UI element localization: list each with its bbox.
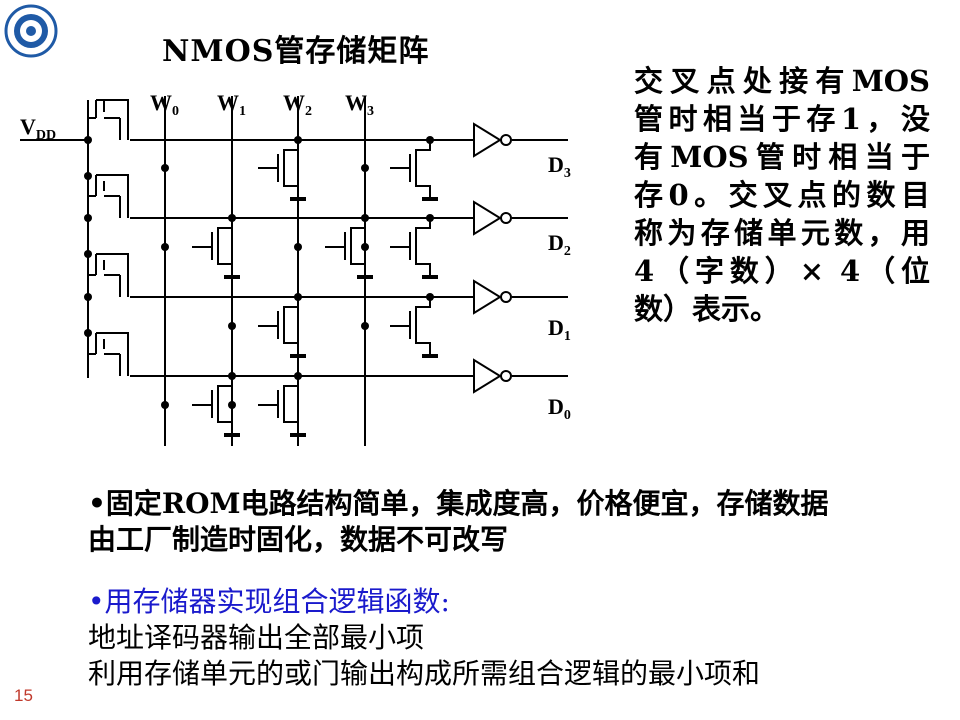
data-output-label-d0: D0 [548, 394, 571, 423]
data-output-label-d1: D1 [548, 315, 571, 344]
vdd-label: VDD [20, 114, 56, 143]
description-text: 交叉点处接有MOS 管时相当于存1，没 有MOS管时相当于 存0。交叉点的数目 … [634, 62, 930, 328]
data-output-label-d3: D3 [548, 152, 571, 181]
word-line-label-w1: W1 [217, 90, 246, 119]
page-number: 15 [14, 686, 33, 705]
bullet-or-gate-output: 利用存储单元的或门输出构成所需组合逻辑的最小项和 [88, 657, 761, 690]
word-line-label-w3: W3 [345, 90, 374, 119]
data-output-label-d2: D2 [548, 230, 571, 259]
word-line-label-w2: W2 [283, 90, 312, 119]
nmos-memory-matrix-diagram: VDD W0 W1 W2 W3 D3 D2 D1 D0 [20, 90, 571, 446]
description-line: 管时相当于存1，没 [634, 102, 930, 136]
university-logo-icon [4, 4, 58, 58]
page-title: NMOS管存储矩阵 [162, 34, 430, 69]
description-line: 存0。交叉点的数目 [634, 178, 930, 212]
description-line: 交叉点处接有MOS [634, 64, 930, 98]
word-line-label-w0: W0 [150, 90, 179, 119]
description-line: 称为存储单元数，用 [634, 216, 930, 250]
bullet-fixed-rom-line2: 由工厂制造时固化，数据不可改写 [88, 523, 509, 556]
bullet-fixed-rom-line1: •固定ROM电路结构简单，集成度高，价格便宜，存储数据 [88, 487, 829, 520]
description-line: 有MOS管时相当于 [634, 140, 930, 174]
description-line: 数）表示。 [634, 292, 780, 326]
bullet-list: •固定ROM电路结构简单，集成度高，价格便宜，存储数据 由工厂制造时固化，数据不… [88, 486, 938, 692]
description-line: 4（字数）× 4（位 [634, 254, 930, 288]
bullet-combinational-logic: •用存储器实现组合逻辑函数: [88, 585, 450, 618]
bullet-address-decoder: 地址译码器输出全部最小项 [88, 621, 425, 654]
